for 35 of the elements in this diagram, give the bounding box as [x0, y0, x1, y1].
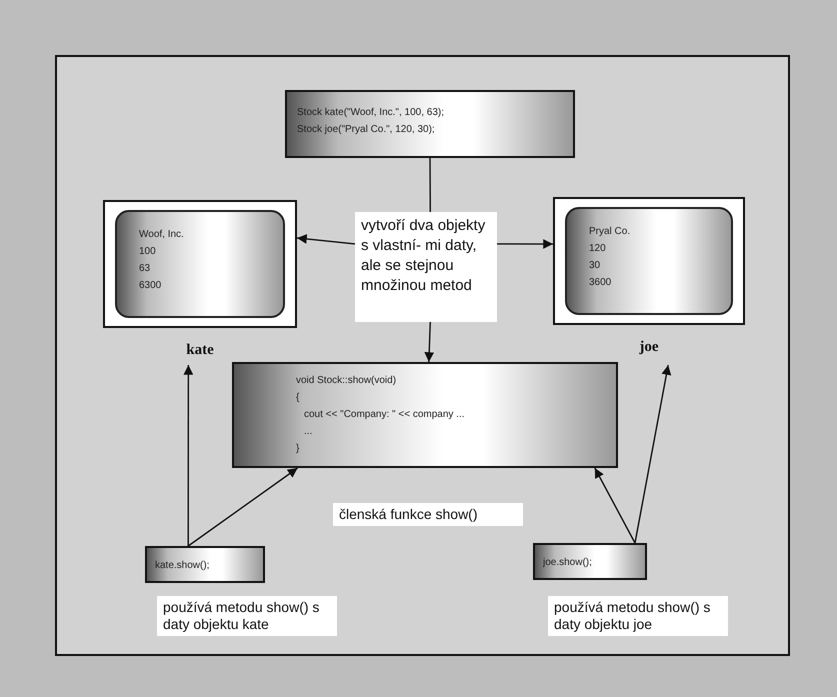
value-text: 63	[139, 262, 152, 276]
call-box	[533, 543, 647, 580]
note-text: vytvoří dva objekty s vlastní- mi daty, ale se stejnou množinou metod	[355, 212, 497, 322]
value-text: 6300	[139, 279, 162, 293]
arrow	[183, 365, 194, 546]
object-name: kate	[185, 342, 215, 359]
arrow	[188, 467, 298, 547]
code-line: joe.show();	[543, 556, 593, 570]
code-line: cout << "Company: " << company ...	[303, 408, 466, 422]
arrow	[296, 234, 356, 245]
value-text: 3600	[589, 276, 612, 290]
caption-text: používá metodu show() s daty objektu joe	[548, 596, 728, 636]
code-line: kate.show();	[155, 559, 210, 573]
arrow	[634, 364, 672, 544]
code-line: Stock kate("Woof, Inc.", 100, 63);	[297, 106, 445, 120]
code-box	[285, 90, 575, 158]
code-line: ...	[303, 425, 314, 439]
code-line: {	[296, 391, 300, 405]
arrow	[424, 322, 434, 362]
code-line: }	[296, 442, 300, 456]
caption-text: používá metodu show() s daty objektu kate	[157, 596, 337, 636]
value-text: Pryal Co.	[589, 225, 632, 239]
object-name: joe	[638, 339, 660, 356]
arrow	[497, 239, 553, 249]
connector-line	[429, 158, 431, 212]
code-line: void Stock::show(void)	[296, 374, 398, 388]
code-box	[232, 362, 618, 468]
value-text: 120	[589, 242, 607, 256]
value-text: 30	[589, 259, 602, 273]
code-line: Stock joe("Pryal Co.", 120, 30);	[297, 123, 436, 137]
arrow	[594, 468, 636, 544]
value-text: 100	[139, 245, 157, 259]
caption-text: členská funkce show()	[333, 503, 523, 526]
value-text: Woof, Inc.	[139, 228, 185, 242]
call-box	[145, 546, 265, 583]
